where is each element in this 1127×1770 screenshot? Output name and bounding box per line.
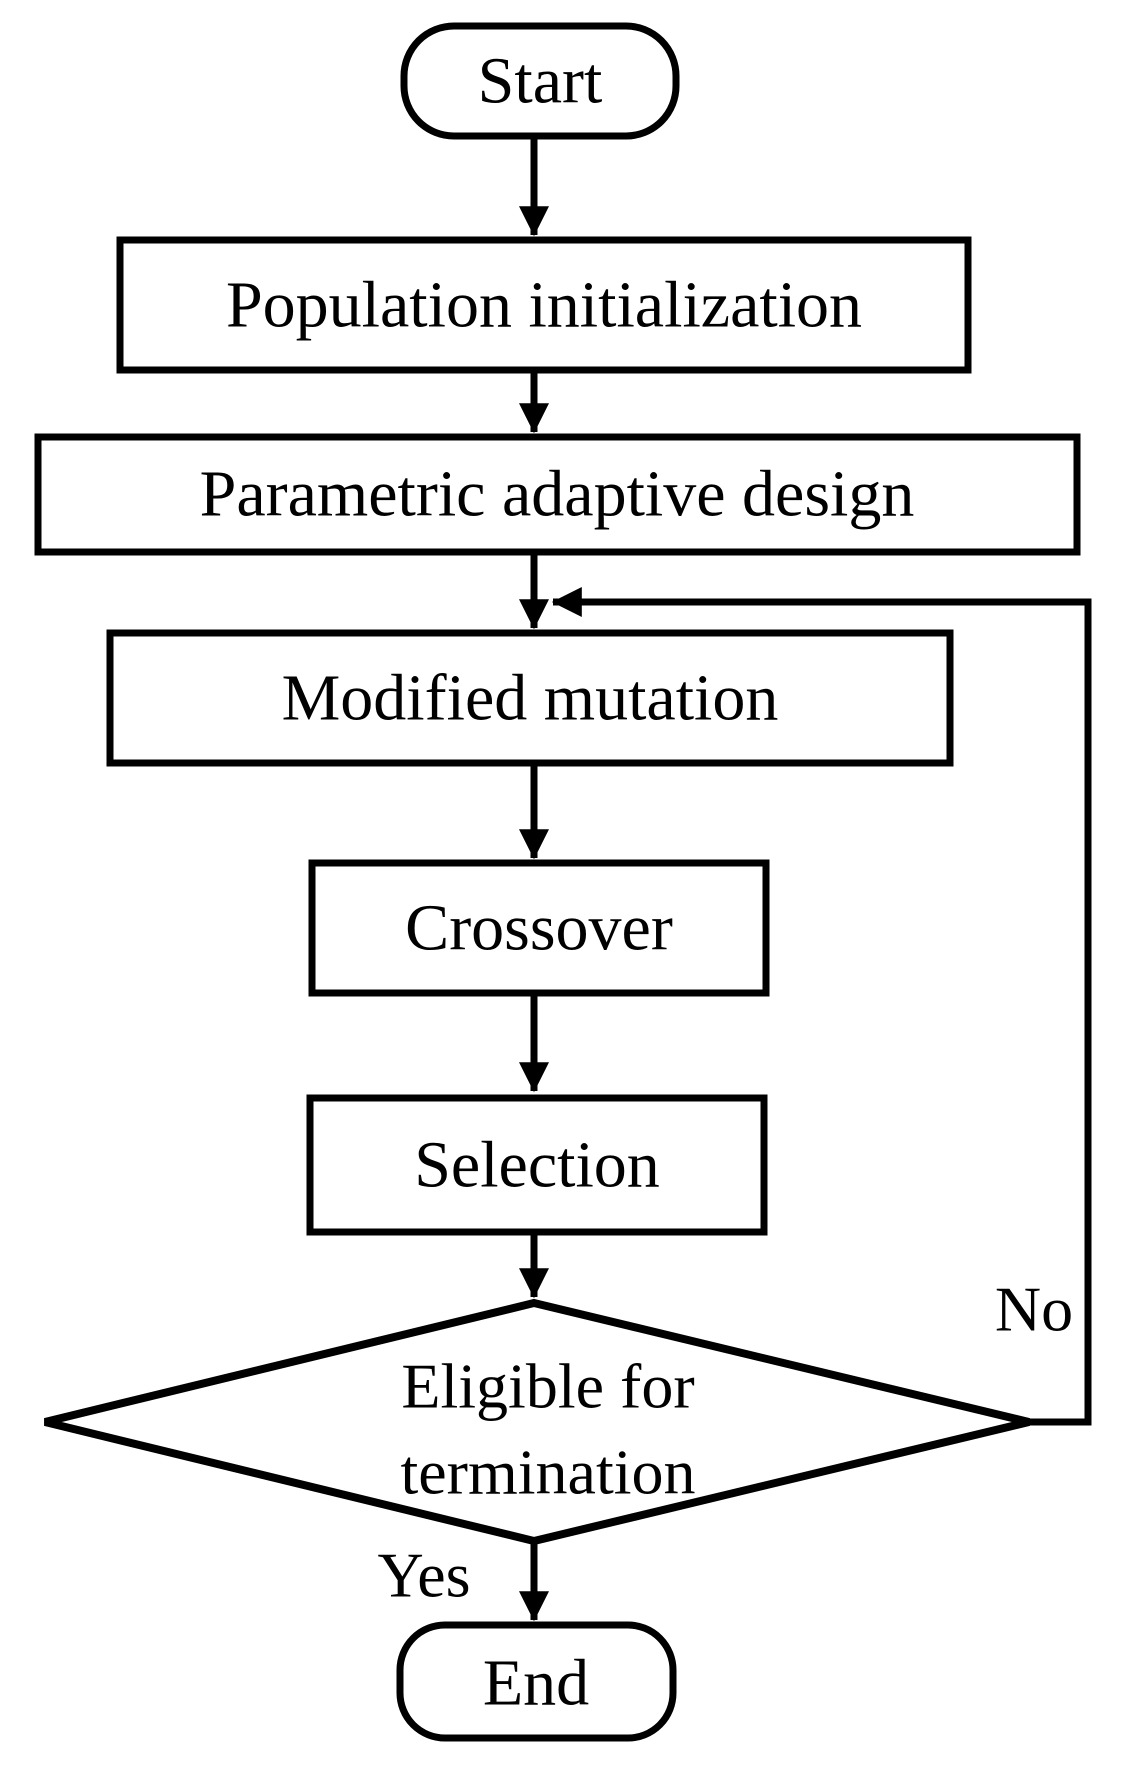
yes-edge-label: Yes <box>377 1540 470 1611</box>
process-box-population-initialization <box>116 236 972 374</box>
start-node-label: Start <box>478 45 603 118</box>
process-box-selection <box>306 1094 768 1236</box>
decision-diamond <box>44 1298 1030 1546</box>
end-node-label: End <box>483 1647 589 1720</box>
process-box-crossover <box>308 859 770 997</box>
no-feedback-line <box>551 587 1092 1426</box>
modified-mutation-label: Modified mutation <box>282 662 779 735</box>
decision-label-line1: Eligible for <box>401 1351 694 1422</box>
parametric-adaptive-design-label: Parametric adaptive design <box>200 458 915 531</box>
no-edge-label: No <box>995 1274 1073 1345</box>
population-initialization-label: Population initialization <box>226 269 862 342</box>
crossover-label: Crossover <box>405 892 673 965</box>
process-box-parametric-adaptive-design <box>34 433 1081 556</box>
selection-label: Selection <box>414 1129 660 1202</box>
decision-label-line2: termination <box>400 1437 695 1508</box>
start-node <box>400 22 680 140</box>
process-box-modified-mutation <box>106 629 954 767</box>
end-node <box>396 1621 677 1742</box>
